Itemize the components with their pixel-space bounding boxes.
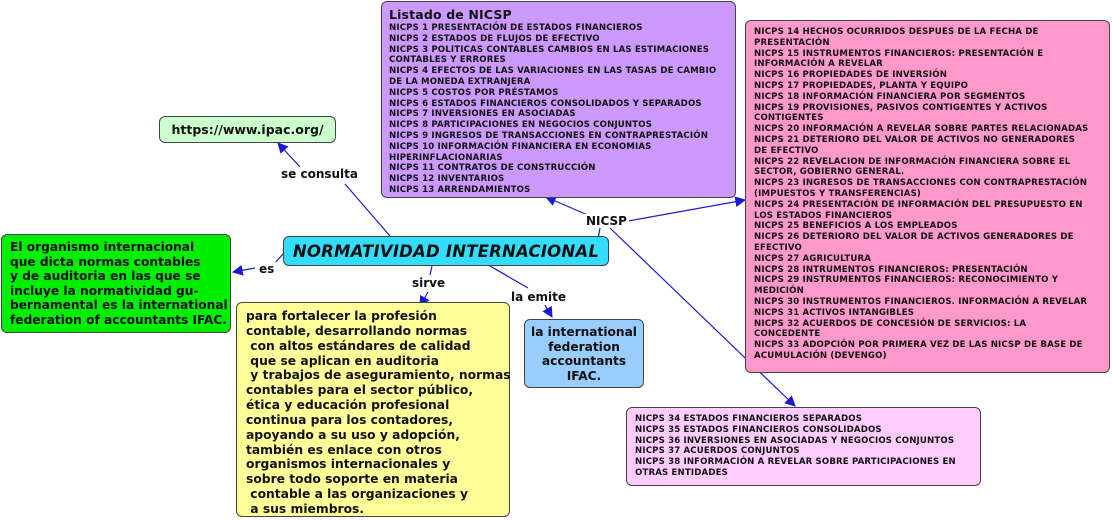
purpose-line: con altos estándares de calidad: [246, 338, 471, 353]
nicsp-item: ACUMULACIÓN (DEVENGO): [754, 350, 887, 361]
purpose-line: sobre todo soporte en materia: [246, 472, 458, 487]
nicsp-item: NICPS 15 INSTRUMENTOS FINANCIEROS: PRESE…: [754, 48, 1044, 59]
nicsp-item: (IMPUESTOS Y TRANSFERENCIAS): [754, 188, 921, 199]
nicsp-item: NICPS 19 PROVISIONES, PASIVOS CONTIGENTE…: [754, 102, 1048, 113]
nicsp-list-title: Listado de NICSP: [389, 7, 512, 22]
purpose-line: contable a las organizaciones y: [246, 487, 468, 502]
ifac-line: accountants: [541, 354, 627, 369]
nicsp-item: LOS ESTADOS FINANCIEROS: [754, 210, 893, 221]
nicsp-pink-node[interactable]: NICPS 14 HECHOS OCURRIDOS DESPUES DE LA …: [745, 20, 1110, 373]
purpose-line: contables para el sector público,: [246, 383, 474, 398]
nicsp-item: NICPS 23 INGRESOS DE TRANSACCIONES CON C…: [754, 178, 1088, 189]
nicsp-item: NICPS 1 PRESENTACIÓN DE ESTADOS FINANCIE…: [389, 23, 643, 33]
nicsp-item: NICPS 16 PROPIEDADES DE INVERSIÓN: [754, 70, 948, 81]
nicsp-item: NICPS 34 ESTADOS FINANCIEROS SEPARADOS: [635, 414, 863, 424]
nicsp-item: CONCEDENTE: [754, 329, 821, 340]
nicsp-item: NICPS 6 ESTADOS FINANCIEROS CONSOLIDADOS…: [389, 98, 702, 109]
nicsp-item: NICPS 14 HECHOS OCURRIDOS DESPUES DE LA …: [754, 27, 1039, 37]
nicsp-item: NICPS 27 AGRICULTURA: [754, 253, 872, 264]
purpose-node[interactable]: para fortalecer la profesión contable, d…: [236, 302, 511, 517]
nicsp-item: CONTABLES Y ERRORES: [389, 55, 506, 66]
central-concept-node[interactable]: NORMATIVIDAD INTERNACIONAL: [283, 236, 609, 266]
nicsp-item: NICPS 31 ACTIVOS INTANGIBLES: [754, 307, 915, 318]
nicsp-item: NICPS 17 PROPIEDADES, PLANTA Y EQUIPO: [754, 80, 969, 91]
nicsp-item: NICPS 24 PRESENTACIÓN DE INFORMACIÓN DEL…: [754, 199, 1083, 210]
nicsp-item: HIPERINFLACIONARIAS: [389, 152, 503, 163]
nicsp-item: NICPS 29 INSTRUMENTOS FINANCIEROS: RECON…: [754, 275, 1059, 286]
definition-line: y de auditoria en las que se: [10, 269, 201, 284]
nicsp-item: NICPS 26 DETERIORO DEL VALOR DE ACTIVOS …: [754, 232, 1074, 243]
nicsp-item: NICPS 10 INFORMACIÓN FINANCIERA EN ECONO…: [389, 141, 652, 152]
link-label-nicsp: NICSP: [584, 214, 629, 228]
nicsp-item: NICPS 30 INSTRUMENTOS FINANCIEROS. INFOR…: [754, 296, 1088, 307]
nicsp-item: NICPS 33 ADOPCIÓN POR PRIMERA VEZ DE LAS…: [754, 340, 1083, 351]
definition-line: bernamental es la international: [10, 298, 228, 313]
definition-line: que dicta normas contables: [10, 254, 201, 269]
nicsp-item: NICPS 20 INFORMACIÓN A REVELAR SOBRE PAR…: [754, 124, 1089, 135]
definition-node[interactable]: El organismo internacional que dicta nor…: [1, 234, 231, 333]
nicsp-item: NICPS 37 ACUERDOS CONJUNTOS: [635, 446, 800, 457]
nicsp-item: NICPS 5 COSTOS POR PRÉSTAMOS: [389, 87, 559, 98]
ifac-line: la international: [531, 325, 637, 339]
purpose-line: continua para los contadores,: [246, 412, 453, 427]
purpose-line: organismos internacionales y: [246, 457, 451, 472]
nicsp-item: NICPS 35 ESTADOS FINANCIEROS CONSOLIDADO…: [635, 424, 882, 435]
nicsp-item: NICPS 12 INVENTARIOS: [389, 174, 505, 185]
nicsp-item: NICPS 4 EFECTOS DE LAS VARIACIONES EN LA…: [389, 66, 717, 77]
link-label-sirve: sirve: [410, 276, 448, 290]
ifac-node[interactable]: la international federation accountants …: [524, 319, 644, 388]
nicsp-item: NICPS 18 INFORMACIÓN FINANCIERA POR SEGM…: [754, 91, 1026, 102]
nicsp-item: NICPS 38 INFORMACIÓN A REVELAR SOBRE PAR…: [635, 457, 956, 468]
nicsp-item: NICPS 13 ARRENDAMIENTOS: [389, 184, 531, 195]
definition-line: incluye la normatividad gu-: [10, 283, 199, 298]
nicsp-item: NICPS 11 CONTRATOS DE CONSTRUCCIÓN: [389, 163, 596, 174]
purpose-line: que se aplican en auditoria: [246, 353, 439, 368]
definition-line: federation of accountants IFAC.: [10, 312, 227, 327]
nicsp-item: NICPS 25 BENEFICIOS A LOS EMPLEADOS: [754, 221, 958, 232]
nicsp-item: EFECTIVO: [754, 242, 802, 253]
nicsp-item: NICPS 21 DETERIORO DEL VALOR DE ACTIVOS …: [754, 134, 1076, 145]
purpose-line: contable, desarrollando normas: [246, 323, 468, 338]
ifac-line: federation: [548, 339, 620, 354]
nicsp-item: NICPS 32 ACUERDOS DE CONCESIÓN DE SERVIC…: [754, 318, 1027, 329]
link-label-se-consulta: se consulta: [279, 167, 360, 181]
nicsp-item: NICPS 7 INVERSIONES EN ASOCIADAS: [389, 109, 576, 120]
nicsp-item: CONTIGENTES: [754, 113, 824, 124]
definition-line: El organismo internacional: [10, 240, 195, 254]
nicsp-item: OTRAS ENTIDADES: [635, 467, 728, 478]
nicsp-item: NICPS 36 INVERSIONES EN ASOCIADAS Y NEGO…: [635, 435, 955, 446]
nicsp-item: NICPS 8 PARTICIPACIONES EN NEGOCIOS CONJ…: [389, 120, 653, 131]
ifac-line: IFAC.: [566, 368, 602, 383]
link-label-es: es: [257, 262, 277, 276]
url-node[interactable]: https://www.ipac.org/: [159, 116, 336, 143]
link-label-la-emite: la emite: [509, 290, 569, 304]
purpose-line: apoyando a su uso y adopción,: [246, 427, 460, 442]
nicsp-item: MEDICIÓN: [754, 286, 804, 297]
nicsp-light-node[interactable]: NICPS 34 ESTADOS FINANCIEROS SEPARADOS N…: [626, 407, 981, 486]
purpose-line: a sus miembros.: [246, 501, 365, 516]
nicsp-item: NICPS 9 INGRESOS DE TRANSACCIONES EN CON…: [389, 130, 709, 141]
purpose-line: y trabajos de aseguramiento, normas: [246, 368, 511, 383]
nicsp-list-node[interactable]: Listado de NICSP NICPS 1 PRESENTACIÓN DE…: [381, 1, 736, 198]
purpose-line: ética y educación profesional: [246, 398, 450, 413]
nicsp-item: NICPS 2 ESTADOS DE FLUJOS DE EFECTIVO: [389, 33, 600, 44]
nicsp-item: NICPS 3 POLITICAS CONTABLES CAMBIOS EN L…: [389, 44, 710, 55]
nicsp-item: DE EFECTIVO: [754, 145, 819, 156]
nicsp-item: DE LA MONEDA EXTRANJERA: [389, 76, 531, 87]
nicsp-item: NICPS 22 REVELACION DE INFORMACIÓN FINAN…: [754, 156, 1071, 167]
purpose-line: para fortalecer la profesión: [246, 309, 437, 323]
nicsp-item: PRESENTACIÓN: [754, 37, 830, 48]
nicsp-item: INFORMACIÓN A REVELAR: [754, 59, 883, 70]
nicsp-item: SECTOR, GOBIERNO GENERAL.: [754, 167, 905, 178]
purpose-line: también es enlace con otros: [246, 442, 442, 457]
url-text: https://www.ipac.org/: [171, 122, 324, 137]
central-concept-title: NORMATIVIDAD INTERNACIONAL: [292, 241, 600, 261]
nicsp-item: NICPS 28 INTRUMENTOS FINANCIEROS: PRESEN…: [754, 264, 1028, 275]
